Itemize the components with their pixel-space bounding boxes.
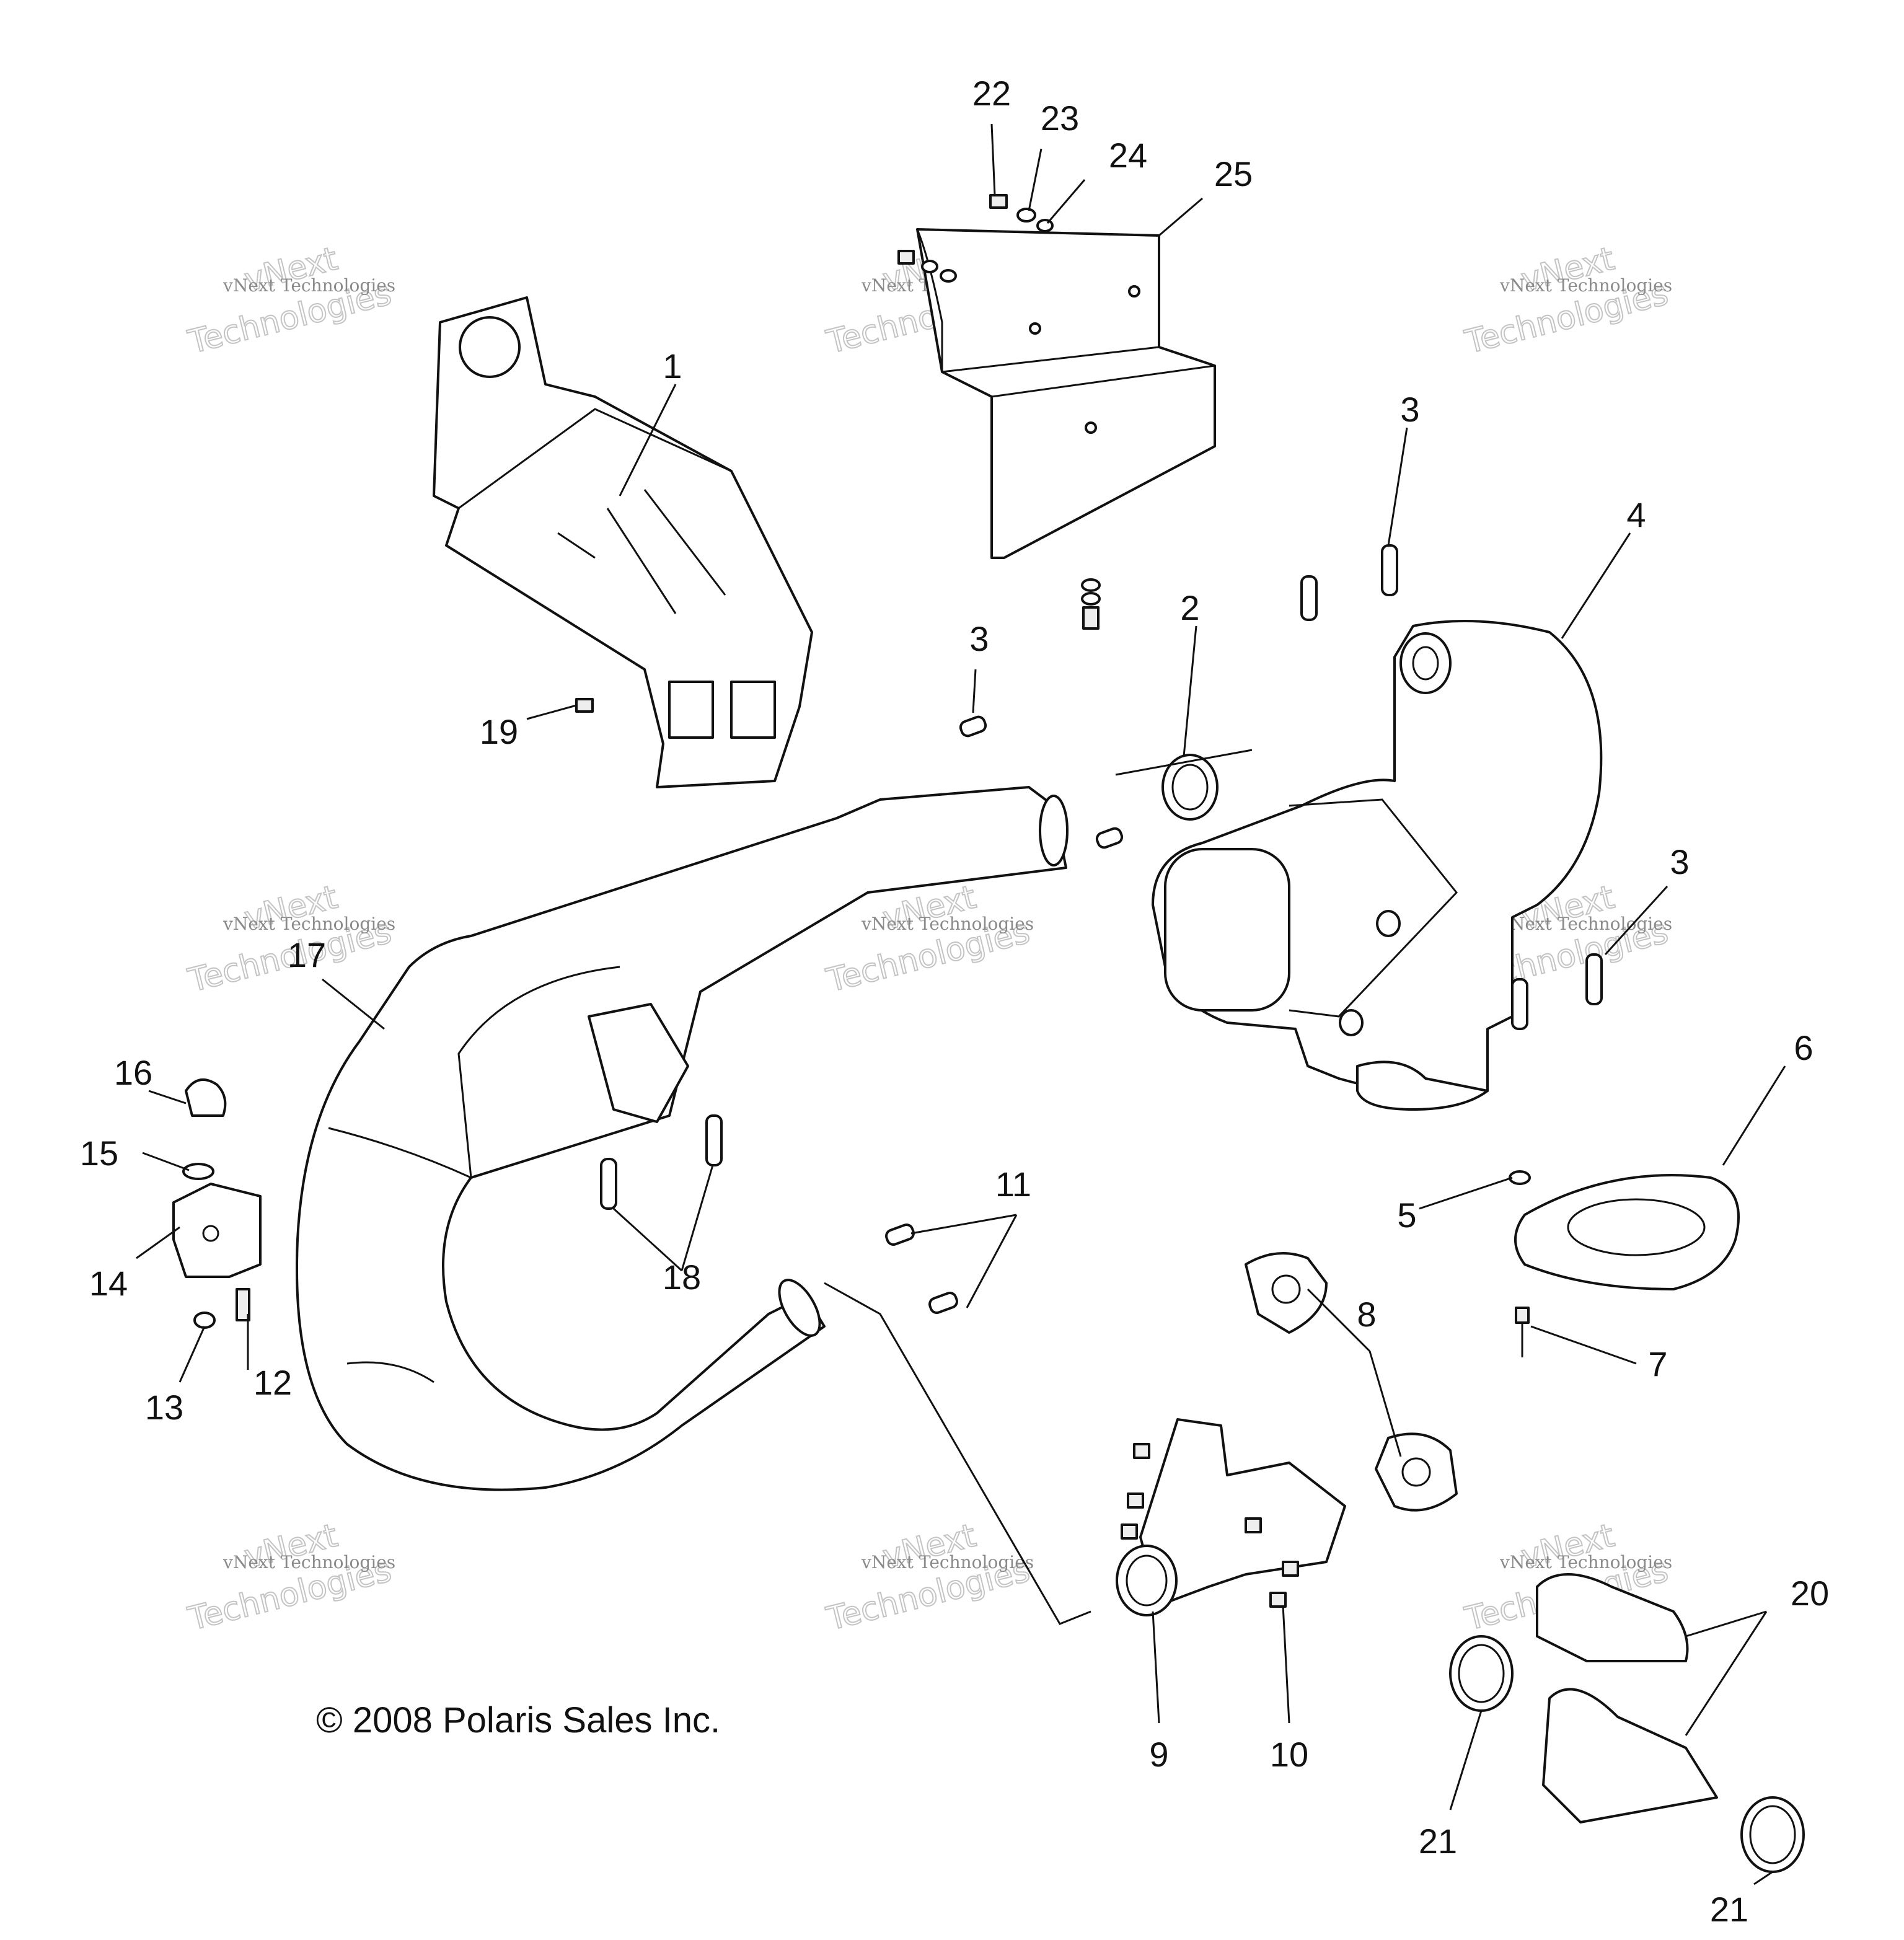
watermark: vNext Technologies vNext Technologies [184,1517,396,1639]
callout-17: 17 [288,935,326,974]
callout-8: 8 [1357,1295,1376,1334]
callout-19: 19 [480,712,518,751]
callout-3: 3 [969,619,989,658]
screw-part [575,698,594,713]
callout-11: 11 [995,1165,1031,1204]
callout-labels: 1 2 3 3 3 4 5 6 7 8 9 10 11 12 13 14 15 … [80,74,1829,1929]
callout-25: 25 [1214,154,1253,193]
callout-3: 3 [1400,390,1419,429]
watermark: vNext Technologies vNext Technologies [184,240,396,362]
watermark-text: vNext Technologies [1499,1552,1672,1572]
tuned-pipe-part [296,786,1069,1491]
callout-1: 1 [663,346,682,386]
callout-10: 10 [1270,1735,1308,1774]
copyright-text: © 2008 Polaris Sales Inc. [316,1700,720,1740]
callout-3: 3 [1670,842,1689,881]
watermark-text: vNext Technologies [223,914,395,934]
callout-24: 24 [1109,136,1147,175]
callout-20: 20 [1791,1574,1829,1613]
callout-22: 22 [972,74,1011,113]
spring-set [600,544,1603,1314]
callout-13: 13 [145,1388,183,1427]
mounting-plate-part [433,296,813,788]
callout-21: 21 [1419,1822,1457,1861]
watermark: vNext Technologies vNext Technologies [1461,240,1673,362]
callout-7: 7 [1648,1344,1667,1383]
callout-2: 2 [1180,588,1199,627]
watermark-text: vNext Technologies [861,914,1034,934]
callout-9: 9 [1149,1735,1168,1774]
fastener-set-shield [897,194,1101,630]
seal-ring-part [1161,754,1219,821]
callout-23: 23 [1041,99,1079,138]
callout-21: 21 [1710,1890,1748,1929]
watermark-text: vNext Technologies [223,275,395,296]
boot-and-clamp-parts [1449,1573,1805,1873]
watermark-text: vNext Technologies [1499,275,1672,296]
callout-6: 6 [1794,1028,1813,1067]
callout-12: 12 [253,1363,292,1402]
silencer-part [1152,620,1603,1111]
heat-shield-part [916,228,1216,559]
watermark-text: vNext Technologies [1499,914,1672,934]
exhaust-manifold-part [1116,1252,1458,1616]
watermark-text: vNext Technologies [861,1552,1034,1572]
callout-5: 5 [1397,1196,1416,1235]
watermark-text: vNext Technologies [223,1552,395,1572]
callout-14: 14 [89,1264,128,1303]
callout-4: 4 [1626,495,1646,534]
callout-16: 16 [114,1053,152,1092]
grommet-part [1509,1170,1740,1357]
leader-lines [136,123,1786,1885]
watermark: vNext Technologies vNext Technologies [822,1517,1034,1639]
callout-18: 18 [663,1258,701,1297]
bracket-assembly-part [172,1078,262,1329]
callout-15: 15 [80,1134,118,1173]
